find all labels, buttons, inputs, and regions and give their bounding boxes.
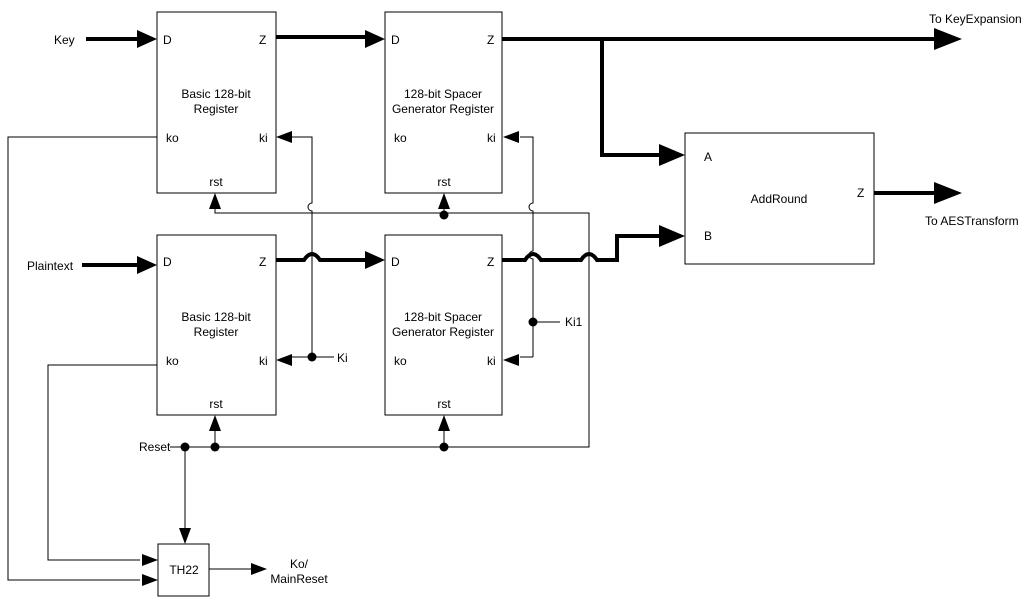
block-th22: TH22 [157,543,210,597]
port-z: Z [259,255,266,269]
port-z: Z [487,33,494,47]
arrow-ki-spacer-pt [503,354,519,366]
junction-ki [307,352,317,362]
arrow-spacer-key-d [365,30,385,48]
thick-wires [82,35,935,267]
port-d: D [163,33,172,47]
block-title-line2: Generator Register [392,102,494,116]
bus-spacer-pt-z [502,234,660,262]
port-z: Z [857,186,864,200]
port-b: B [704,229,712,243]
block-spacer-key-register: D Z 128-bit Spacer Generator Register ko… [384,11,503,194]
block-title-line2: Generator Register [392,325,494,339]
arrow-aes-transform [934,182,962,204]
port-z: Z [259,33,266,47]
arrow-rst-basic-key [209,193,221,209]
block-basic-key-register: D Z Basic 128-bit Register ko ki rst [156,11,277,194]
label-to-key-expansion: To KeyExpansion [929,12,1022,26]
label-to-aes-transform: To AESTransform [925,214,1019,228]
port-d: D [163,255,172,269]
port-ko: ko [394,354,407,368]
arrow-th22-reset [179,528,191,544]
junction-reset-basic [210,442,220,452]
block-basic-plaintext-register: D Z Basic 128-bit Register ko ki rst [156,234,277,416]
block-title-line2: Register [194,325,239,339]
port-rst: rst [209,397,223,411]
block-title-line1: Basic 128-bit [181,87,251,101]
signal-labels: Key Plaintext Reset Ki Ki1 To KeyExpansi… [27,12,1022,586]
arrow-addround-b [659,225,685,247]
arrow-th22-out [251,563,267,575]
arrow-plaintext-d [137,256,157,274]
junction-reset-top [439,210,449,220]
bus-basic-pt-z [275,252,366,262]
arrow-spacer-pt-d [365,251,385,269]
arrow-ki-basic-key [276,131,292,143]
wire-reset-main [170,212,590,448]
arrow-th22-in-1 [142,554,158,566]
arrow-addround-a [659,144,685,166]
label-ko-main-reset-line2: MainReset [270,572,328,586]
port-rst: rst [437,397,451,411]
label-plaintext: Plaintext [27,259,74,273]
wire-ko-key [7,136,157,581]
wire-ki1 [520,136,534,357]
label-reset: Reset [139,440,171,454]
block-title: TH22 [169,563,199,577]
port-d: D [391,255,400,269]
block-title: AddRound [751,192,808,206]
arrow-key-expansion [934,28,962,50]
port-ki: ki [487,354,496,368]
block-title-line1: 128-bit Spacer [404,87,482,101]
port-ko: ko [394,131,407,145]
junction-ki1 [528,317,538,327]
port-rst: rst [437,175,451,189]
port-ki: ki [487,131,496,145]
arrow-ki-spacer-key [503,131,519,143]
arrow-ki-basic-pt [276,354,292,366]
label-ki1: Ki1 [565,315,583,329]
label-key: Key [54,33,75,47]
block-title-line2: Register [194,102,239,116]
arrow-rst-basic-pt [209,415,221,431]
block-spacer-plaintext-register: D Z 128-bit Spacer Generator Register ko… [384,234,503,416]
port-ki: ki [259,354,268,368]
arrow-th22-in-2 [142,574,158,586]
block-addround: A B Z AddRound [684,132,875,265]
port-ko: ko [166,131,179,145]
wire-ki [292,136,313,357]
port-rst: rst [209,175,223,189]
port-ko: ko [166,354,179,368]
port-d: D [391,33,400,47]
junction-reset-left [180,442,190,452]
port-a: A [704,150,712,164]
arrow-key-d [137,30,157,48]
wire-ko-plaintext [47,364,157,561]
arrow-rst-spacer-pt [438,415,450,431]
bus-to-addround-a [600,39,660,157]
label-ki: Ki [337,351,348,365]
wire-reset-top [214,207,444,214]
junction-reset-spacer [439,442,449,452]
port-z: Z [487,255,494,269]
junctions [180,210,538,452]
port-ki: ki [259,131,268,145]
arrowheads [137,28,962,586]
label-ko-main-reset-line1: Ko/ [290,557,309,571]
arrow-rst-spacer-key [438,193,450,209]
block-title-line1: Basic 128-bit [181,310,251,324]
block-title-line1: 128-bit Spacer [404,310,482,324]
